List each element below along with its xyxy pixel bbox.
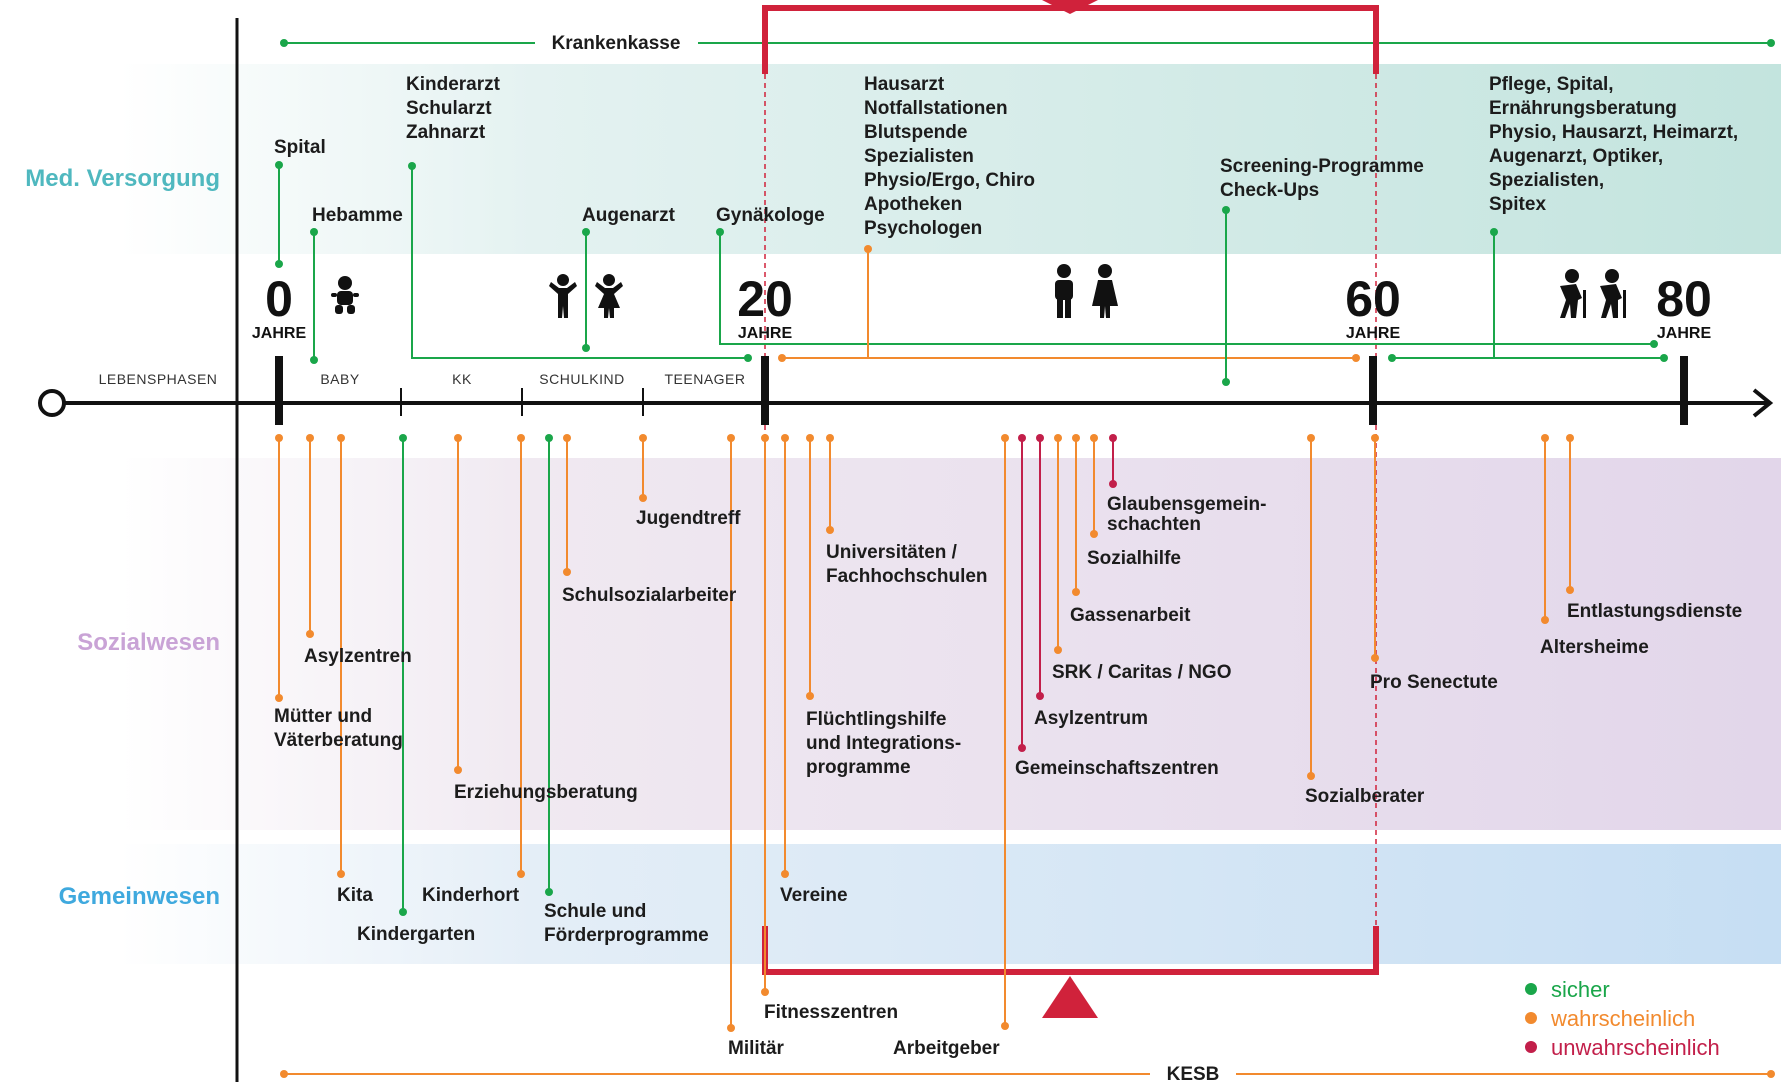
age-20-unit: JAHRE: [738, 325, 793, 342]
med-connectors: [278, 165, 1664, 382]
phase-kk: KK: [452, 371, 472, 387]
krankenkasse-label: Krankenkasse: [552, 33, 681, 54]
age-0: 0: [265, 271, 293, 327]
age-80-unit: JAHRE: [1657, 325, 1712, 342]
band-med-versorgung: [120, 64, 1781, 254]
balance-fulcrum: [1042, 976, 1098, 1018]
children-icon: [549, 274, 623, 318]
label-universitaeten: Universitäten / Fachhochschulen: [826, 542, 988, 587]
band-label-gemein: Gemeinwesen: [59, 883, 220, 910]
balance-top-arrow: [1042, 0, 1098, 14]
label-jugendtreff: Jugendtreff: [636, 508, 741, 529]
label-screening: Screening-Programme Check-Ups: [1220, 156, 1429, 201]
label-militaer: Militär: [728, 1038, 785, 1059]
legend-dot-sicher: [1525, 983, 1537, 995]
baby-icon: [331, 276, 359, 314]
band-label-med: Med. Versorgung: [25, 165, 220, 192]
label-augenarzt: Augenarzt: [582, 205, 676, 226]
label-pro-senectute: Pro Senectute: [1370, 672, 1498, 693]
label-fitnesszentren: Fitnesszentren: [764, 1002, 898, 1023]
legend-dot-wahrscheinlich: [1525, 1012, 1537, 1024]
timeline-arrow: [1752, 388, 1774, 418]
label-sozialhilfe: Sozialhilfe: [1087, 548, 1181, 569]
label-sozialberater: Sozialberater: [1305, 786, 1425, 807]
phase-lebensphasen: LEBENSPHASEN: [99, 371, 218, 387]
label-muetter-vaeterberatung: Mütter und Väterberatung: [274, 706, 403, 751]
adults-icon: [1055, 264, 1118, 318]
legend-unwahrscheinlich: unwahrscheinlich: [1551, 1035, 1720, 1060]
age-60: 60: [1345, 271, 1401, 327]
age-0-unit: JAHRE: [252, 325, 307, 342]
age-20: 20: [737, 271, 793, 327]
lower-connectors: [278, 438, 1571, 1028]
label-kinderarzt: Kinderarzt Schularzt Zahnarzt: [406, 74, 505, 143]
label-hebamme: Hebamme: [312, 205, 403, 226]
age-80: 80: [1656, 271, 1712, 327]
label-kinderhort: Kinderhort: [422, 885, 520, 906]
label-glaubens: Glaubensgemein- schachten: [1107, 494, 1272, 535]
label-pflege-group: Pflege, Spital, Ernährungsberatung Physi…: [1489, 74, 1743, 215]
label-vereine: Vereine: [780, 885, 848, 906]
label-schule-foerderprogramme: Schule und Förderprogramme: [544, 901, 709, 946]
label-srk-caritas-ngo: SRK / Caritas / NGO: [1052, 662, 1232, 683]
label-hausarzt-group: Hausarzt Notfallstationen Blutspende Spe…: [864, 74, 1040, 239]
legend-wahrscheinlich: wahrscheinlich: [1550, 1006, 1695, 1031]
phase-teenager: TEENAGER: [664, 371, 745, 387]
kesb-bar: KESB: [280, 1064, 1775, 1085]
med-dots: [275, 161, 1668, 386]
label-spital: Spital: [274, 137, 326, 158]
kesb-label: KESB: [1167, 1064, 1220, 1085]
band-gemeinwesen: [120, 844, 1781, 964]
band-label-sozial: Sozialwesen: [77, 629, 220, 656]
major-ticks: [275, 356, 1688, 425]
label-kita: Kita: [337, 885, 373, 906]
label-entlastungsdienste: Entlastungsdienste: [1567, 601, 1742, 622]
label-arbeitgeber: Arbeitgeber: [893, 1038, 1000, 1059]
minor-ticks: [400, 388, 644, 416]
label-gynaekologe: Gynäkologe: [716, 205, 825, 226]
label-asylzentren: Asylzentren: [304, 646, 412, 667]
timeline-start-circle: [38, 389, 66, 417]
phase-schulkind: SCHULKIND: [539, 371, 624, 387]
band-sozialwesen: [120, 458, 1781, 830]
krankenkasse-bar: Krankenkasse: [280, 33, 1775, 54]
lower-dots: [275, 434, 1574, 1032]
legend-sicher: sicher: [1551, 977, 1610, 1002]
legend-dot-unwahrscheinlich: [1525, 1041, 1537, 1053]
label-fluechtlingshilfe: Flüchtlingshilfe und Integrations- progr…: [806, 709, 966, 778]
seniors-icon: [1560, 269, 1626, 318]
legend: sicher wahrscheinlich unwahrscheinlich: [1525, 977, 1720, 1060]
label-schulsozialarbeiter: Schulsozialarbeiter: [562, 585, 737, 606]
label-altersheime: Altersheime: [1540, 637, 1649, 658]
label-asylzentrum: Asylzentrum: [1034, 708, 1148, 729]
label-kindergarten: Kindergarten: [357, 924, 475, 945]
phase-baby: BABY: [320, 371, 360, 387]
label-erziehungsberatung: Erziehungsberatung: [454, 782, 638, 803]
label-gemeinschaftszentren: Gemeinschaftszentren: [1015, 758, 1219, 779]
label-gassenarbeit: Gassenarbeit: [1070, 605, 1191, 626]
age-60-unit: JAHRE: [1346, 325, 1401, 342]
